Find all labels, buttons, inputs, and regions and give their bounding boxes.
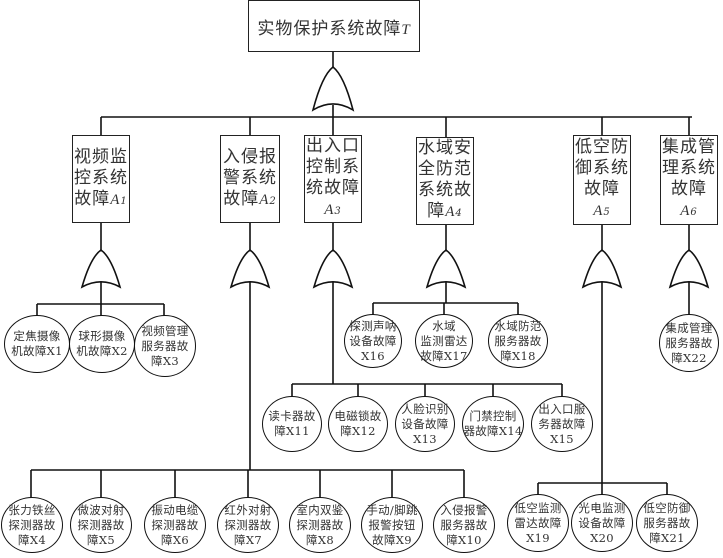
basic-event-x15: 出入口服 务器故障 X15 <box>531 396 593 452</box>
intermediate-event-a5: 低空防 御系统 故障 A5 <box>573 135 631 225</box>
or-gate-a5-icon <box>581 249 623 289</box>
intermediate-event-a2: 入侵报 警系统 故障A2 <box>220 135 280 223</box>
intermediate-event-a3: 出入口 控制系 统故障 A3 <box>304 135 362 223</box>
intermediate-event-a1: 视频监 控系统 故障A1 <box>72 135 130 223</box>
basic-event-x13: 人脸识别 设备故障 X13 <box>395 396 455 452</box>
intermediate-event-label: 视频监 控系统 故障A1 <box>74 146 128 209</box>
basic-event-x21: 低空防御 服务器故 障X21 <box>636 494 698 552</box>
basic-event-x19: 低空监测 雷达故障 X19 <box>507 494 569 552</box>
basic-event-x3: 视频管理 服务器故 障X3 <box>134 315 196 377</box>
or-gate-a2-icon <box>229 249 271 289</box>
basic-event-x10: 入侵报警 服务器故 障X10 <box>433 497 495 553</box>
intermediate-event-label: 低空防 御系统 故障 A5 <box>575 137 629 219</box>
basic-event-x16: 探测声呐 设备故障 X16 <box>344 314 402 368</box>
basic-event-x5: 微波对射 探测器故 障X5 <box>70 497 132 553</box>
basic-event-x11: 读卡器故 障X11 <box>262 396 322 452</box>
top-or-gate-icon <box>311 65 355 112</box>
basic-event-x20: 光电监测 设备故障 X20 <box>571 494 633 552</box>
basic-event-x4: 张力铁丝 探测器故 障X4 <box>1 497 63 553</box>
or-gate-a4-icon <box>425 249 467 289</box>
basic-event-x8: 室内双鉴 探测器故 障X8 <box>289 497 351 553</box>
intermediate-event-a6: 集成管 理系统 故障 A6 <box>660 135 718 225</box>
intermediate-event-label: 集成管 理系统 故障 A6 <box>662 137 716 219</box>
basic-event-x7: 红外对射 探测器故 障X7 <box>217 497 279 553</box>
or-gate-a6-icon <box>668 249 710 289</box>
basic-event-x12: 电磁锁故 障X12 <box>328 396 388 452</box>
basic-event-x22: 集成管理 服务器故 障X22 <box>659 314 719 372</box>
basic-event-x9: 手动/脚跳 报警按钮 故障X9 <box>361 497 423 553</box>
top-event-label: 实物保护系统故障T <box>257 14 410 39</box>
or-gate-a3-icon <box>312 249 354 289</box>
top-event-text: 实物保护系统故障 <box>257 18 402 39</box>
intermediate-event-label: 水域安 全防范 系统故 障A4 <box>418 138 472 221</box>
basic-event-x1: 定焦摄像 机故障X1 <box>4 315 70 373</box>
basic-event-x18: 水域防范 服务器故 障X18 <box>488 314 548 368</box>
intermediate-event-a4: 水域安 全防范 系统故 障A4 <box>416 137 474 225</box>
intermediate-event-label: 出入口 控制系 统故障 A3 <box>306 136 360 218</box>
intermediate-event-label: 入侵报 警系统 故障A2 <box>223 146 277 209</box>
basic-event-x14: 门禁控制 器故障X14 <box>462 396 524 452</box>
top-event-symbol: T <box>401 21 411 38</box>
basic-event-x2: 球形摄像 机故障X2 <box>69 315 135 373</box>
basic-event-x17: 水域 监测雷达 故障X17 <box>415 314 473 368</box>
or-gate-a1-icon <box>80 249 122 289</box>
basic-event-x6: 振动电缆 探测器故 障X6 <box>144 497 206 553</box>
top-event-box: 实物保护系统故障T <box>248 0 420 52</box>
